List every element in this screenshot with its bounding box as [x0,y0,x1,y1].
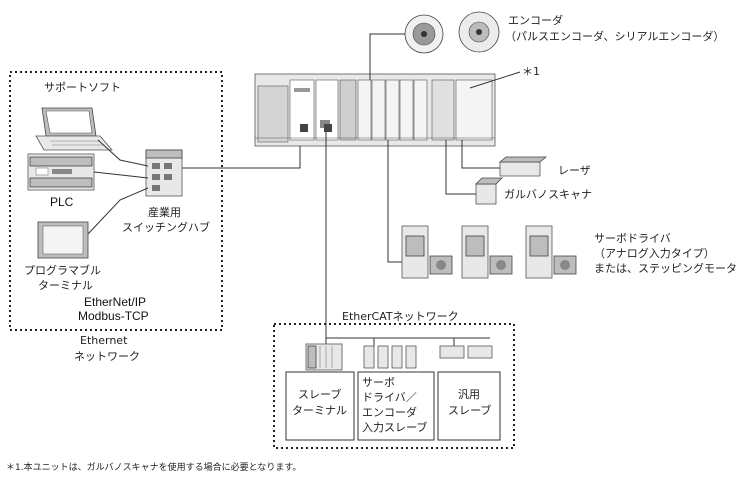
servo-encoder-label-line3: エンコーダ [362,405,417,419]
wire-laptop-hub [97,139,149,167]
laser-icon [498,156,548,177]
encoder-label-line1: エンコーダ [508,13,563,27]
plc-label: PLC [50,195,74,209]
servo-driver-1-icon [401,225,429,279]
switching-hub-label-line1: 産業用 [148,206,181,219]
ethernet-network-label-line2: ネットワーク [74,350,140,363]
servo-driver-3-icon [525,225,553,279]
wire-plc-hub [93,171,149,179]
general-slave-box [437,371,501,441]
galvano-scanner-icon [475,177,503,205]
slave-terminal-label-line2: ターミナル [292,404,347,417]
ethernet-network-area [9,71,223,331]
general-slave-label-line2: スレーブ [448,403,491,417]
general-slave-label-line1: 汎用 [458,387,480,401]
servo-motor-3-icon [553,255,577,275]
protocol-label-line1: EtherNet/IP [84,295,146,309]
slave-terminal-icon [305,343,343,371]
ethercat-servo-drivers-icon [363,345,417,369]
galvano-scanner-label: ガルバノスキャナ [504,188,592,201]
wire-encoders-controller [369,33,405,80]
support-software-label: サポートソフト [44,81,121,94]
servo-label-line1: サーボドライバ [594,232,671,245]
switching-hub-label-line2: スイッチングハブ [122,220,210,234]
laser-label: レーザ [558,164,591,177]
wire-controller-servo [387,140,402,263]
plc-icon [27,153,95,191]
servo-motor-1-icon [429,255,453,275]
servo-motor-2-icon [489,255,513,275]
ethercat-network-area [273,323,515,449]
wire-controller-laser [461,140,500,169]
encoder-1-icon [404,14,444,54]
encoder-label-line2: （パルスエンコーダ、シリアルエンコーダ） [505,29,724,43]
support-software-laptop-icon [35,107,113,151]
general-slaves-icon [439,345,493,359]
servo-label-line2: （アナログ入力タイプ） [594,246,715,260]
wire-pt-hub [87,187,149,235]
slave-terminal-label-line1: スレーブ [298,387,341,401]
wire-controller-galvano [445,140,476,195]
programmable-terminal-label-line1: プログラマブル [24,263,101,277]
note-marker: ＊1 [522,65,540,78]
encoder-2-icon [458,11,500,53]
switching-hub-icon [145,149,183,197]
servo-encoder-slave-box [357,371,435,441]
servo-encoder-label-line2: ドライバ／ [362,391,417,404]
slave-terminal-box [285,371,355,441]
servo-encoder-label-line1: サーボ [362,376,395,389]
programmable-terminal-label-line2: ターミナル [38,279,93,292]
ethernet-network-label-line1: Ethernet [80,334,128,347]
machine-automation-controller-rack [254,73,496,147]
footnote: ＊1.本ユニットは、ガルバノスキャナを使用する場合に必要となります。 [6,461,301,473]
protocol-label-line2: Modbus-TCP [78,309,149,323]
servo-encoder-label-line4: 入力スレーブ [362,420,427,434]
servo-label-line3: または、ステッピングモータ [594,261,737,275]
programmable-terminal-icon [37,221,89,259]
ethercat-network-title: EtherCATネットワーク [342,310,459,323]
servo-driver-2-icon [461,225,489,279]
note-marker-leader [469,71,521,89]
